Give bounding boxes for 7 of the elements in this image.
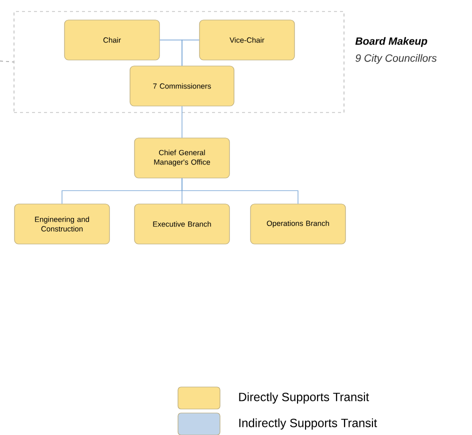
node-label: 9 City Councillors bbox=[356, 54, 437, 64]
connector-line bbox=[182, 178, 298, 204]
legend-label: Indirectly Supports Transit bbox=[239, 418, 378, 430]
connector-line bbox=[0, 60, 14, 62]
connector-line bbox=[182, 40, 200, 66]
legend-label: Directly Supports Transit bbox=[239, 392, 370, 404]
node-label: Board Makeup bbox=[355, 37, 428, 47]
